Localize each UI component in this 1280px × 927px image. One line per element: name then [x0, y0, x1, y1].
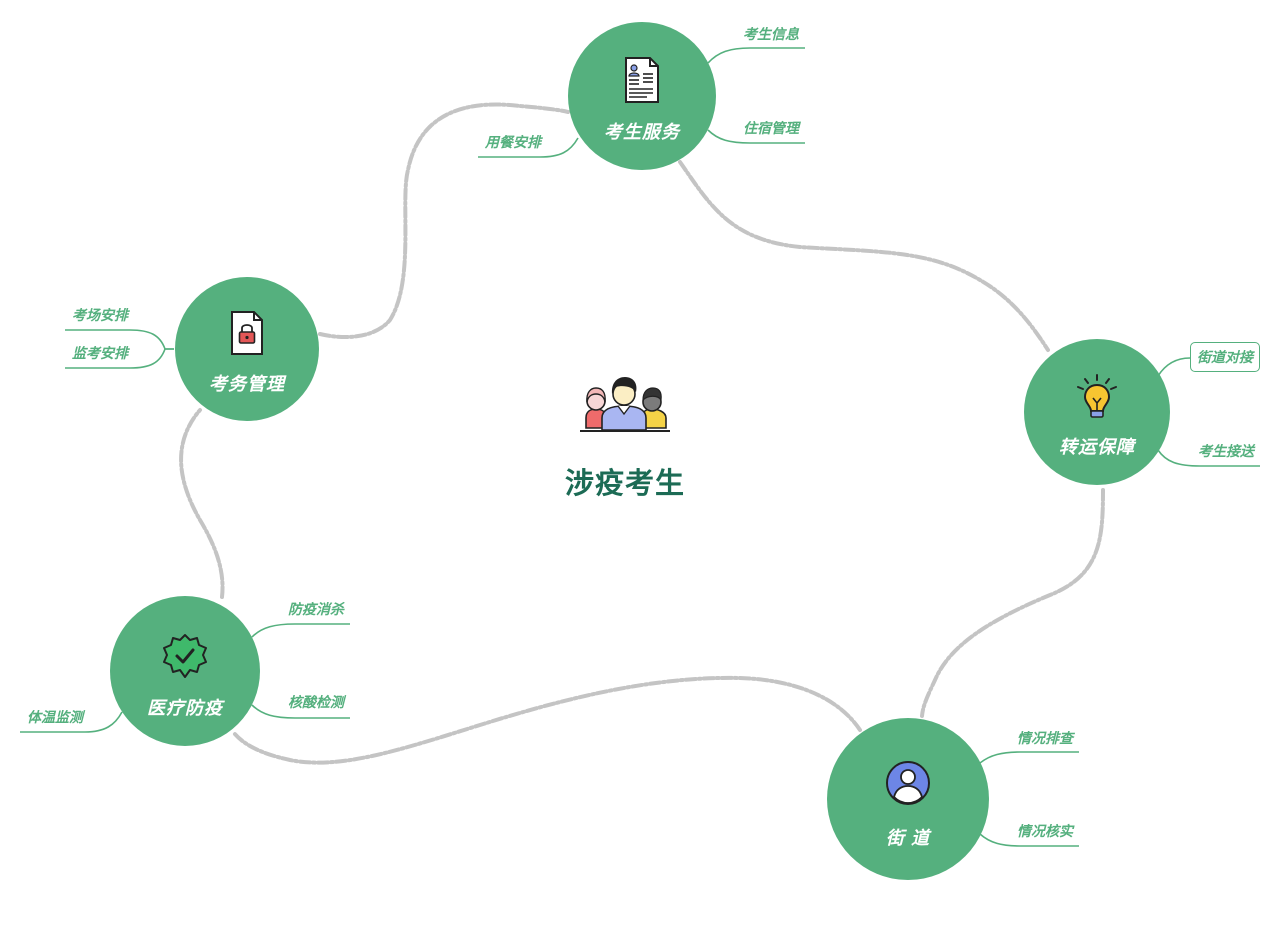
node-exam-affairs[interactable]: 考务管理 — [175, 277, 319, 421]
connector-transfer-street — [920, 488, 1105, 718]
node-medical[interactable]: 医疗防疫 — [110, 596, 260, 746]
leaf-line-street-2 — [979, 833, 1079, 847]
leaf-line-service-2 — [707, 129, 805, 144]
center-title: 涉疫考生 — [564, 468, 685, 500]
leaf-line-transfer-1 — [1157, 357, 1191, 377]
connector-medical-affairs — [179, 408, 225, 599]
locked-document-icon — [229, 310, 265, 361]
node-label: 考生服务 — [604, 122, 680, 142]
node-label: 转运保障 — [1059, 437, 1135, 457]
leaf-exam-pickup[interactable]: 考生接送 — [1198, 443, 1254, 459]
node-label: 街 道 — [885, 828, 930, 848]
leaf-line-street-1 — [979, 751, 1079, 764]
leaf-verification[interactable]: 情况核实 — [1017, 823, 1073, 839]
leaf-disinfection[interactable]: 防疫消杀 — [288, 601, 344, 617]
connector-affairs-service — [318, 102, 570, 340]
node-exam-service[interactable]: 考生服务 — [568, 22, 716, 170]
center-icon — [578, 372, 672, 434]
leaf-line-service-1 — [707, 47, 805, 64]
connector-street-medical — [232, 675, 862, 765]
leaf-line-medical-1 — [251, 623, 350, 638]
leaf-meal-arrangement[interactable]: 用餐安排 — [485, 134, 541, 150]
leaf-nucleic-test[interactable]: 核酸检测 — [288, 694, 344, 710]
user-avatar-icon — [885, 760, 931, 811]
node-label: 考务管理 — [209, 374, 285, 394]
connector-service-transfer — [678, 160, 1050, 352]
document-id-icon — [623, 56, 661, 109]
check-badge-icon — [162, 633, 208, 684]
leaf-street-docking[interactable]: 街道对接 — [1190, 342, 1260, 372]
lightbulb-icon — [1075, 373, 1119, 426]
node-transfer[interactable]: 转运保障 — [1024, 339, 1170, 485]
node-label: 医疗防疫 — [147, 698, 223, 718]
leaf-line-affairs-2 — [65, 348, 174, 369]
leaf-line-medical-2 — [251, 704, 350, 719]
leaf-exam-room[interactable]: 考场安排 — [72, 307, 128, 323]
leaf-investigation[interactable]: 情况排查 — [1017, 730, 1073, 746]
leaf-line-medical-3 — [20, 711, 123, 733]
leaf-invigilation[interactable]: 监考安排 — [72, 345, 128, 361]
leaf-exam-info[interactable]: 考生信息 — [743, 26, 799, 42]
leaf-line-service-3 — [478, 137, 579, 158]
node-street[interactable]: 街 道 — [827, 718, 989, 880]
leaf-line-transfer-2 — [1157, 449, 1260, 467]
leaf-temperature[interactable]: 体温监测 — [27, 709, 83, 725]
leaf-accommodation[interactable]: 住宿管理 — [743, 120, 799, 136]
